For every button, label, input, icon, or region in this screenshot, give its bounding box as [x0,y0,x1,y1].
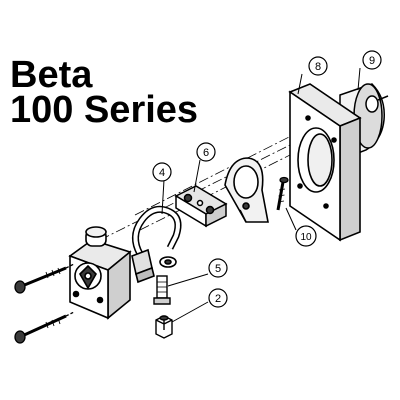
callout-part-5: 5 [208,258,228,278]
callout-part-9: 9 [362,50,382,70]
svg-text:6: 6 [203,147,209,159]
part-8-plate [288,83,362,242]
callout-part-4: 4 [152,162,172,182]
valve-body [68,226,132,320]
svg-text:5: 5 [215,263,221,275]
bracket-ring [224,157,269,223]
svg-text:2: 2 [215,293,221,305]
svg-text:8: 8 [315,61,321,73]
part-4-nozzle [131,205,182,284]
mounting-bolts [14,263,75,344]
callout-part-8: 8 [308,56,328,76]
svg-text:9: 9 [369,55,375,67]
part-5-fitting [153,275,171,305]
part-2-nut [155,315,173,339]
svg-text:10: 10 [300,232,312,243]
callout-part-6: 6 [196,142,216,162]
callout-part-10: 10 [295,225,317,247]
leader-lines [161,67,361,323]
svg-text:4: 4 [159,167,165,179]
title-line-2: 100 Series [10,89,199,131]
title-line-1: Beta [10,54,93,96]
callout-part-2: 2 [208,288,228,308]
part-6-clamp [174,185,228,228]
part-10-screw [276,176,289,211]
